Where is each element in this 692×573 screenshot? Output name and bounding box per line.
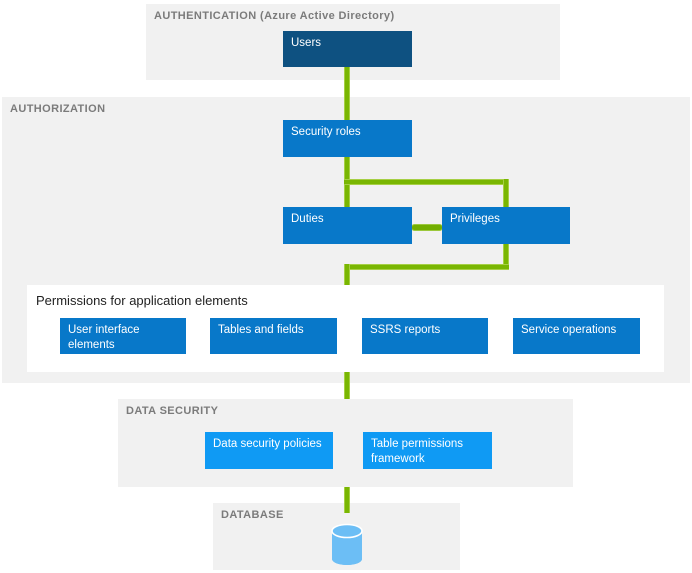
connector-merge-horizontal bbox=[344, 264, 509, 270]
node-table-permissions-framework: Table permissions framework bbox=[363, 432, 492, 469]
connector-privileges-down bbox=[503, 244, 509, 270]
permissions-title: Permissions for application elements bbox=[36, 293, 248, 308]
node-users: Users bbox=[283, 31, 412, 67]
data-security-label: DATA SECURITY bbox=[126, 405, 219, 417]
authentication-label: AUTHENTICATION (Azure Active Directory) bbox=[154, 10, 395, 22]
connector-branch-to-privileges bbox=[503, 179, 509, 207]
connector-duties-privileges bbox=[411, 224, 443, 231]
connector-data-security-to-database bbox=[344, 487, 350, 513]
node-duties: Duties bbox=[283, 207, 412, 244]
node-user-interface-elements: User interface elements bbox=[60, 318, 186, 354]
node-ssrs-reports: SSRS reports bbox=[362, 318, 488, 354]
connector-permissions-to-data-security bbox=[344, 372, 350, 399]
section-authentication: AUTHENTICATION (Azure Active Directory) bbox=[146, 4, 560, 80]
database-label: DATABASE bbox=[221, 509, 284, 521]
node-security-roles: Security roles bbox=[283, 120, 412, 157]
connector-users-to-security-roles bbox=[344, 67, 350, 120]
authorization-label: AUTHORIZATION bbox=[10, 103, 106, 115]
node-privileges: Privileges bbox=[442, 207, 570, 244]
node-tables-and-fields: Tables and fields bbox=[210, 318, 337, 354]
section-data-security: DATA SECURITY bbox=[118, 399, 573, 487]
node-service-operations: Service operations bbox=[513, 318, 640, 354]
connector-branch-top-horizontal bbox=[344, 179, 509, 185]
connector-merge-to-permissions bbox=[344, 264, 350, 285]
database-cylinder-icon bbox=[331, 523, 363, 565]
node-data-security-policies: Data security policies bbox=[205, 432, 333, 469]
